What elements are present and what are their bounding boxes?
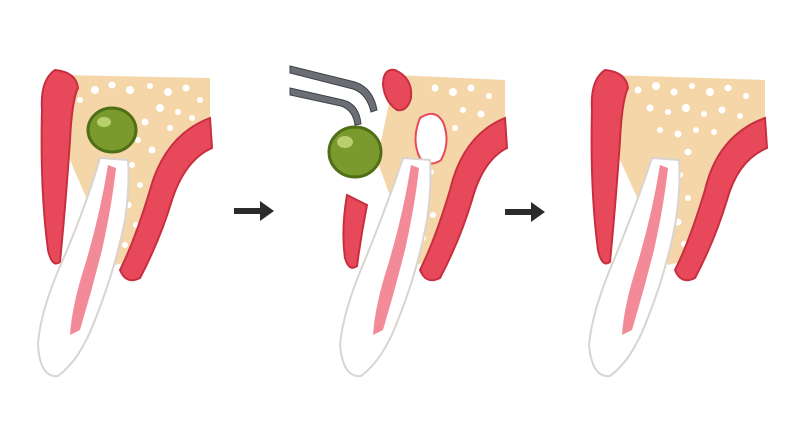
arrow-right-icon [234,201,274,221]
gum-back [673,116,769,282]
tooth-pulp [70,165,116,335]
bone-pores [77,81,203,248]
step-1-panel [36,68,214,378]
cyst-highlight [337,136,353,148]
empty-cavity [414,112,448,165]
cyst [86,106,138,154]
arrow-right-icon [505,202,545,222]
step-3-panel [587,68,769,378]
tooth-pulp [373,165,419,335]
gum-front [40,68,80,265]
tooth-pulp [622,165,668,335]
gum-back [418,116,509,282]
gum-front [590,68,630,265]
forceps-icon [289,65,378,126]
gum-front [342,193,369,269]
bone-pores [634,82,749,247]
gum-flap [381,68,413,112]
gum-back [118,116,214,282]
removed-cyst [327,125,383,179]
cyst-highlight [97,117,111,127]
step-2-panel [289,65,509,378]
